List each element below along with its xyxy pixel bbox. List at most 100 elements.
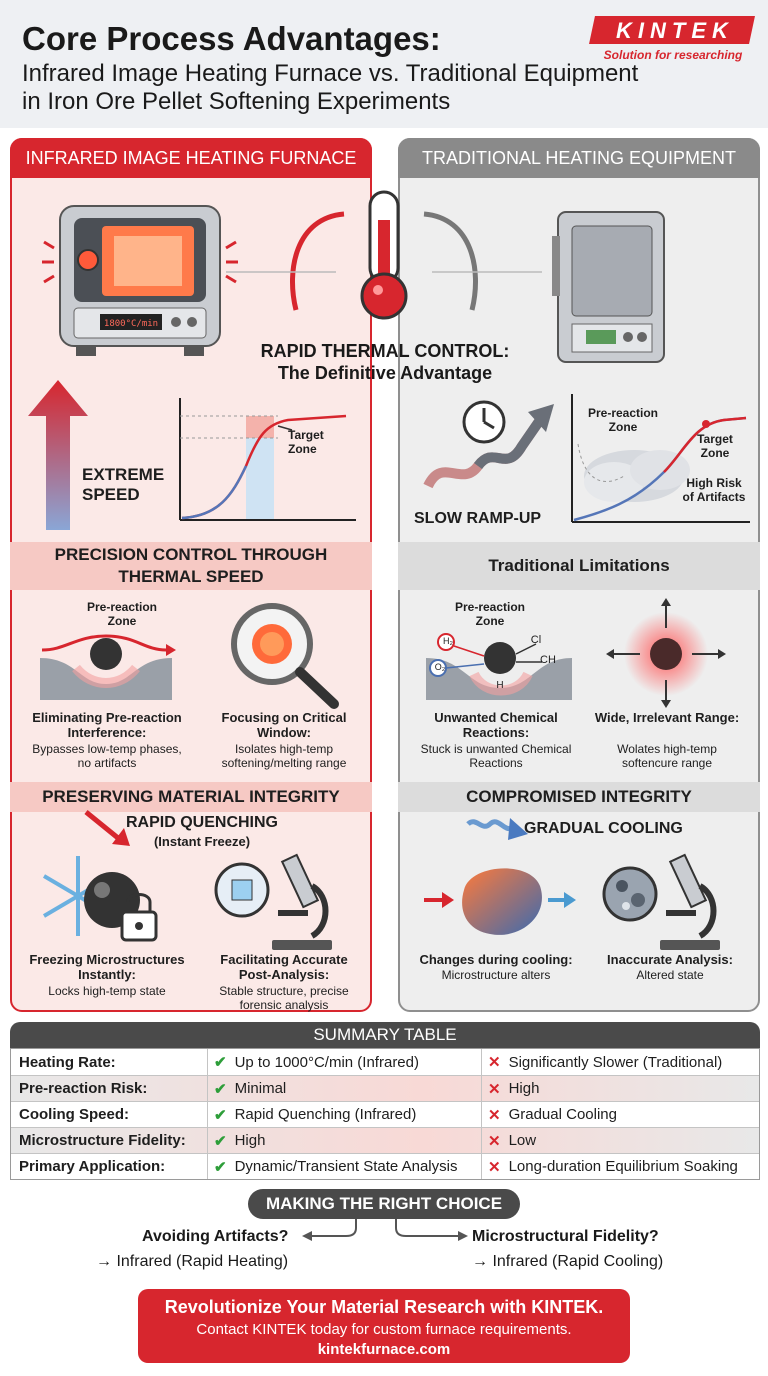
- freezing-microstructures-title: Freezing Microstructures Instantly:: [29, 952, 185, 982]
- inaccurate-analysis-microscope-icon: [602, 853, 720, 950]
- speed-label-1: EXTREME: [82, 465, 165, 484]
- row-label: Primary Application:: [19, 1158, 166, 1175]
- decision-connector: [302, 1216, 468, 1241]
- decision-a2: → Infrared (Rapid Cooling): [472, 1253, 664, 1270]
- page-subtitle: Infrared Image Heating Furnace vs. Tradi…: [22, 60, 639, 115]
- decision-q1: Avoiding Artifacts?: [142, 1228, 289, 1245]
- decision-a1: → Infrared (Rapid Heating): [96, 1253, 289, 1270]
- cross-icon: ✕: [488, 1054, 501, 1071]
- rapid-heating-curve-chart: [179, 398, 356, 521]
- traditional-furnace-icon: [552, 211, 665, 363]
- header: Core Process Advantages: Infrared Image …: [0, 0, 768, 128]
- right-pre-reaction-label-1: Pre-reaction: [587, 406, 659, 420]
- snowflake-lock-icon: [42, 856, 158, 942]
- changes-cooling-title: Changes during cooling:: [419, 952, 573, 967]
- summary-table-title: SUMMARY TABLE: [10, 1022, 760, 1048]
- wide-range-icon: [606, 598, 726, 708]
- pre-reaction-label-1: Pre-reaction: [86, 600, 158, 614]
- traditional-value: Long-duration Equilibrium Soaking: [508, 1158, 738, 1175]
- eliminating-pre-reaction-title: Eliminating Pre-reaction Interference:: [32, 710, 182, 740]
- connector-lines: [226, 211, 542, 311]
- precision-control-title: PRECISION CONTROL THROUGH THERMAL SPEED: [10, 542, 372, 590]
- molecule-h2-label: H₂: [443, 636, 453, 646]
- rapid-quenching-sub: (Instant Freeze): [153, 834, 251, 849]
- target-zone-label-2: Zone: [288, 442, 317, 456]
- cta-headline: Revolutionize Your Material Research wit…: [164, 1297, 604, 1317]
- infrared-furnace-icon: 1800°C/min: [42, 205, 238, 356]
- infrared-value: Dynamic/Transient State Analysis: [234, 1158, 458, 1175]
- decision-title: MAKING THE RIGHT CHOICE: [248, 1189, 520, 1219]
- focusing-window-title: Focusing on Critical Window:: [221, 710, 347, 740]
- quench-arrow-icon: [84, 810, 130, 846]
- cta-banner[interactable]: Revolutionize Your Material Research wit…: [138, 1289, 630, 1363]
- check-icon: ✔: [214, 1080, 227, 1098]
- microscope-icon: [214, 853, 332, 950]
- target-zone-label-1: Target: [288, 428, 324, 442]
- infrared-panel: INFRARED IMAGE HEATING FURNACE 1800°C/mi…: [10, 138, 372, 1012]
- traditional-value: High: [508, 1080, 540, 1097]
- table-row: Microstructure Fidelity: ✔ High ✕ Low: [11, 1127, 759, 1153]
- center-title-line1: RAPID THERMAL CONTROL:: [260, 341, 510, 361]
- slow-heating-curve-chart: [571, 394, 750, 523]
- right-target-zone-label-2: Zone: [700, 446, 730, 460]
- table-row: Primary Application: ✔ Dynamic/Transient …: [11, 1153, 759, 1179]
- compromised-integrity-title: COMPROMISED INTEGRITY: [398, 782, 760, 812]
- inaccurate-analysis-title: Inaccurate Analysis:: [607, 952, 733, 967]
- thermometer-icon: [360, 190, 408, 320]
- molecule-o2-label: O₂: [434, 662, 446, 672]
- gradual-cooling-arrow-icon: [466, 818, 528, 840]
- rapid-quenching-title: RAPID QUENCHING: [125, 814, 278, 831]
- high-risk-label-2: of Artifacts: [682, 490, 746, 504]
- gradual-cooling-title: GRADUAL COOLING: [524, 820, 683, 837]
- table-row: Pre-reaction Risk: ✔Minimal ✕High: [11, 1075, 759, 1101]
- slow-ramp-label: SLOW RAMP-UP: [414, 510, 542, 527]
- traditional-value: Low: [508, 1132, 537, 1149]
- pre-reaction-label-2: Zone: [107, 614, 137, 628]
- inaccurate-analysis-desc: Altered state: [636, 968, 704, 982]
- table-row: Cooling Speed: ✔ Rapid Quenching (Infrare…: [11, 1101, 759, 1127]
- cta-website-link[interactable]: kintekfurnace.com: [317, 1341, 451, 1358]
- check-icon: ✔: [214, 1132, 227, 1150]
- row-label: Pre-reaction Risk:: [19, 1080, 148, 1097]
- infrared-value: Up to 1000°C/min (Infrared): [234, 1053, 419, 1071]
- traditional-panel-heading: TRADITIONAL HEATING EQUIPMENT: [398, 138, 760, 178]
- cross-icon: ✕: [488, 1106, 501, 1124]
- table-row: Heating Rate: ✔ Up to 1000°C/min (Infrare…: [11, 1049, 759, 1075]
- unwanted-reactions-desc: Stuck is unwanted Chemical Reactions: [420, 742, 572, 770]
- infrared-value: Rapid Quenching (Infrared): [234, 1106, 417, 1123]
- row-label: Microstructure Fidelity:: [19, 1132, 186, 1149]
- check-icon: ✔: [214, 1054, 227, 1071]
- traditional-value: Gradual Cooling: [508, 1106, 617, 1123]
- unwanted-reactions-title: Unwanted Chemical Reactions:: [434, 710, 558, 740]
- decision-q2: Microstructural Fidelity?: [472, 1228, 659, 1245]
- infrared-panel-heading: INFRARED IMAGE HEATING FURNACE: [10, 138, 372, 178]
- infrared-value: High: [234, 1132, 266, 1149]
- preserving-integrity-title: PRESERVING MATERIAL INTEGRITY: [10, 782, 372, 812]
- eliminating-pre-reaction-desc: Bypasses low-temp phases, no artifacts: [32, 742, 182, 770]
- page-title: Core Process Advantages:: [22, 20, 441, 57]
- focusing-window-desc: Isolates high-temp softening/melting ran…: [221, 742, 347, 770]
- right-target-zone-label-1: Target: [697, 432, 733, 446]
- molecule-h-label: H: [496, 680, 504, 691]
- traditional-value: Significantly Slower (Traditional): [508, 1053, 723, 1071]
- right-pre-reaction-label-2: Zone: [608, 420, 638, 434]
- traditional-limitations-title: Traditional Limitations: [398, 542, 760, 590]
- wide-range-desc: Wolates high-temp softencure range: [617, 742, 717, 770]
- right-pre-reaction-b-label-2: Zone: [475, 614, 505, 628]
- center-title: RAPID THERMAL CONTROL: The Definitive Ad…: [220, 340, 550, 384]
- slow-ramp-arrow-icon: [423, 404, 554, 489]
- summary-table: Heating Rate: ✔ Up to 1000°C/min (Infrare…: [10, 1048, 760, 1180]
- post-analysis-title: Facilitating Accurate Post-Analysis:: [220, 952, 348, 982]
- row-label: Cooling Speed:: [19, 1106, 129, 1123]
- molecule-ch-label: CH: [540, 654, 556, 666]
- cooling-pellet-icon: [424, 868, 576, 935]
- furnace-display: 1800°C/min: [104, 319, 158, 329]
- post-analysis-desc: Stable structure, precise forensic analy…: [219, 984, 349, 1012]
- row-label: Heating Rate:: [19, 1053, 116, 1071]
- changes-cooling-desc: Microstructure alters: [441, 968, 551, 982]
- check-icon: ✔: [214, 1158, 227, 1176]
- cross-icon: ✕: [488, 1132, 501, 1150]
- wide-range-title: Wide, Irrelevant Range:: [594, 710, 740, 725]
- check-icon: ✔: [214, 1106, 227, 1124]
- speed-label-2: SPEED: [82, 485, 140, 504]
